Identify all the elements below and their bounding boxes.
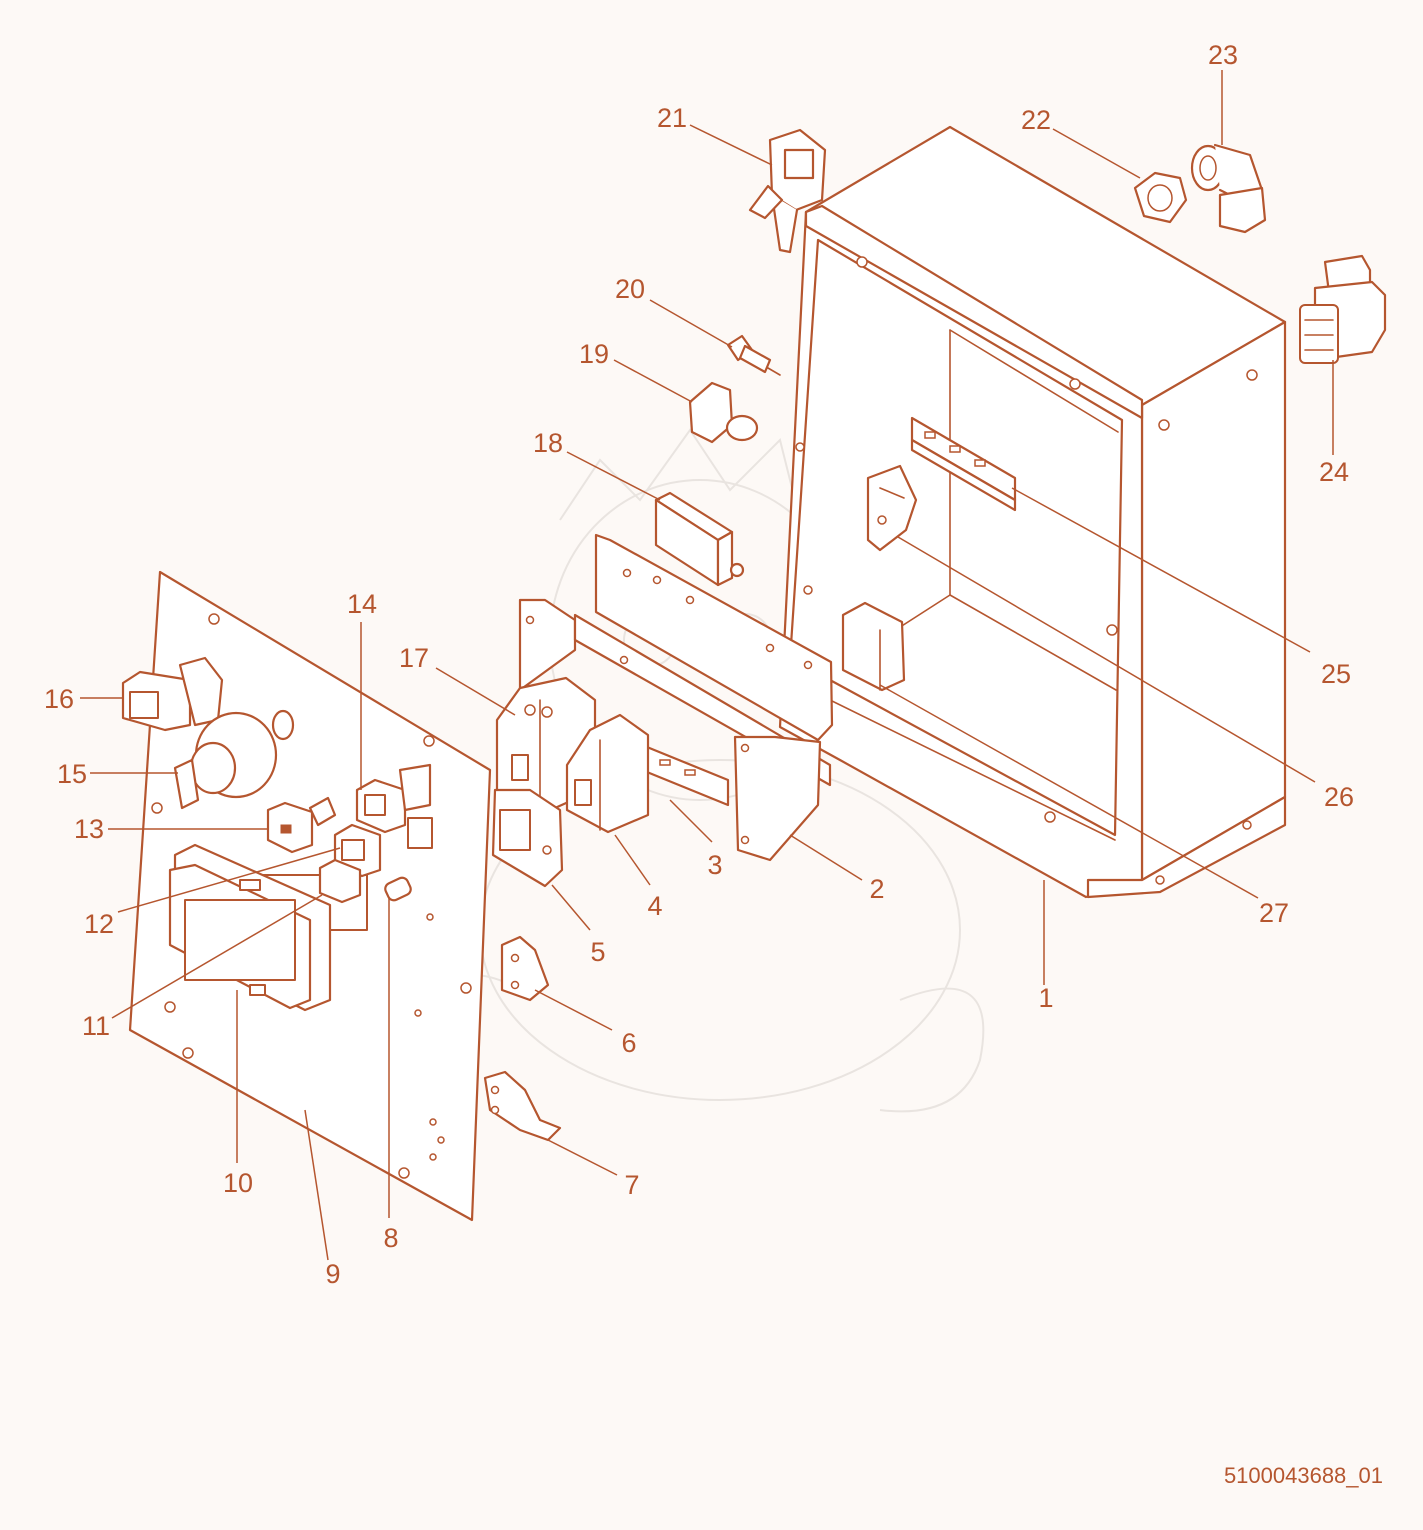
side-connector-part xyxy=(1299,254,1387,364)
callout-12: 12 xyxy=(84,909,114,939)
cover-plate-part xyxy=(491,788,564,888)
callout-16: 16 xyxy=(44,684,74,714)
callout-9: 9 xyxy=(325,1259,340,1289)
rocker-switch-16-part xyxy=(121,656,224,732)
relay-block-part xyxy=(654,491,745,587)
rocker-switch-12-part xyxy=(318,823,382,904)
callout-14: 14 xyxy=(347,589,377,619)
cable-gland-part xyxy=(688,381,759,444)
enclosure-box xyxy=(778,125,1287,899)
small-bolt-8-part xyxy=(384,876,412,902)
callout-2: 2 xyxy=(869,874,884,904)
mounting-bracket-part xyxy=(518,533,834,862)
callout-22: 22 xyxy=(1021,105,1051,135)
small-switch-13-part xyxy=(266,796,337,854)
callout-1: 1 xyxy=(1038,983,1053,1013)
callout-18: 18 xyxy=(533,428,563,458)
callout-27: 27 xyxy=(1259,898,1289,928)
callout-4: 4 xyxy=(647,891,662,921)
callout-7: 7 xyxy=(624,1170,639,1200)
hex-nut-part xyxy=(1133,171,1188,224)
callout-10: 10 xyxy=(223,1168,253,1198)
callout-19: 19 xyxy=(579,339,609,369)
callout-24: 24 xyxy=(1319,457,1349,487)
callout-leaders xyxy=(80,70,1334,1261)
din-rail-part xyxy=(910,416,1017,512)
callout-labels: 1 2 3 4 5 6 7 8 9 10 11 12 13 14 15 16 1… xyxy=(44,40,1354,1289)
sensor-screw-part xyxy=(726,334,781,376)
callout-11: 11 xyxy=(82,1011,110,1041)
circuit-breaker-4-part xyxy=(565,713,650,834)
key-switch-15-part xyxy=(173,711,278,810)
callout-23: 23 xyxy=(1208,40,1238,70)
elbow-fitting-part xyxy=(1190,143,1267,234)
plug-connector-part xyxy=(748,128,827,254)
callout-6: 6 xyxy=(621,1028,636,1058)
callout-8: 8 xyxy=(383,1223,398,1253)
latch-bracket-7-part xyxy=(483,1070,562,1142)
callout-3: 3 xyxy=(707,850,722,880)
push-button-14-part xyxy=(355,763,433,849)
callout-20: 20 xyxy=(615,274,645,304)
callout-15: 15 xyxy=(57,759,87,789)
callout-5: 5 xyxy=(590,937,605,967)
callout-13: 13 xyxy=(74,814,104,844)
terminal-clamp-part xyxy=(866,464,918,552)
short-din-rail-part xyxy=(640,743,730,807)
callout-25: 25 xyxy=(1321,659,1351,689)
display-module-part xyxy=(168,843,332,1012)
callout-21: 21 xyxy=(657,103,687,133)
cable-clip-part xyxy=(841,601,906,692)
callout-26: 26 xyxy=(1324,782,1354,812)
document-id: 5100043688_01 xyxy=(1224,1463,1383,1488)
callout-17: 17 xyxy=(399,643,429,673)
hinge-bracket-6-part xyxy=(500,935,550,1002)
